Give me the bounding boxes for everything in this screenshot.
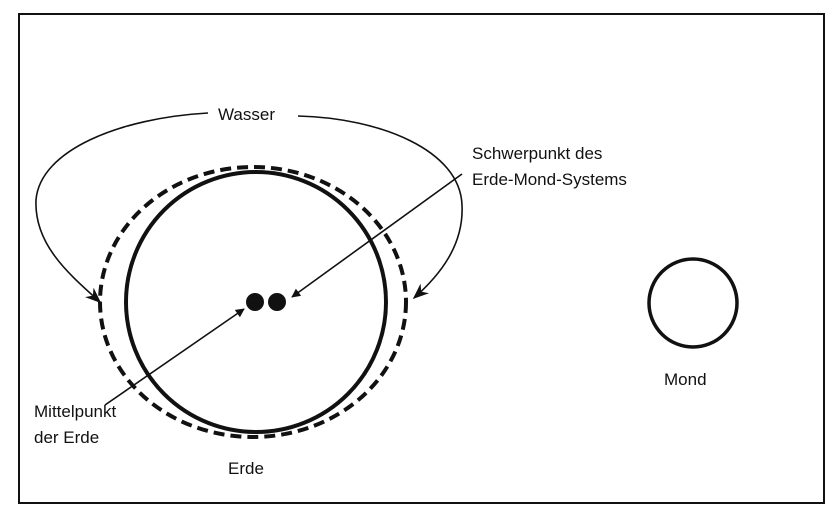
earth-center-label-line1: Mittelpunkt [34, 402, 116, 421]
barycenter-label-line1: Schwerpunkt des [472, 144, 602, 163]
earth-circle [124, 170, 388, 434]
moon-label: Mond [664, 370, 707, 389]
barycenter-pointer [291, 173, 463, 298]
earth-label: Erde [228, 459, 264, 478]
barycenter-dot [268, 293, 286, 311]
barycenter-label-line2: Erde-Mond-Systems [472, 170, 627, 189]
diagram-frame [18, 13, 825, 504]
moon-circle [647, 257, 739, 349]
earth-center-dot [246, 293, 264, 311]
water-arrow-left [35, 112, 209, 304]
water-arrow-right [297, 115, 463, 300]
water-label: Wasser [218, 105, 275, 124]
earth-center-label-line2: der Erde [34, 428, 99, 447]
earth-center-pointer [104, 308, 245, 406]
